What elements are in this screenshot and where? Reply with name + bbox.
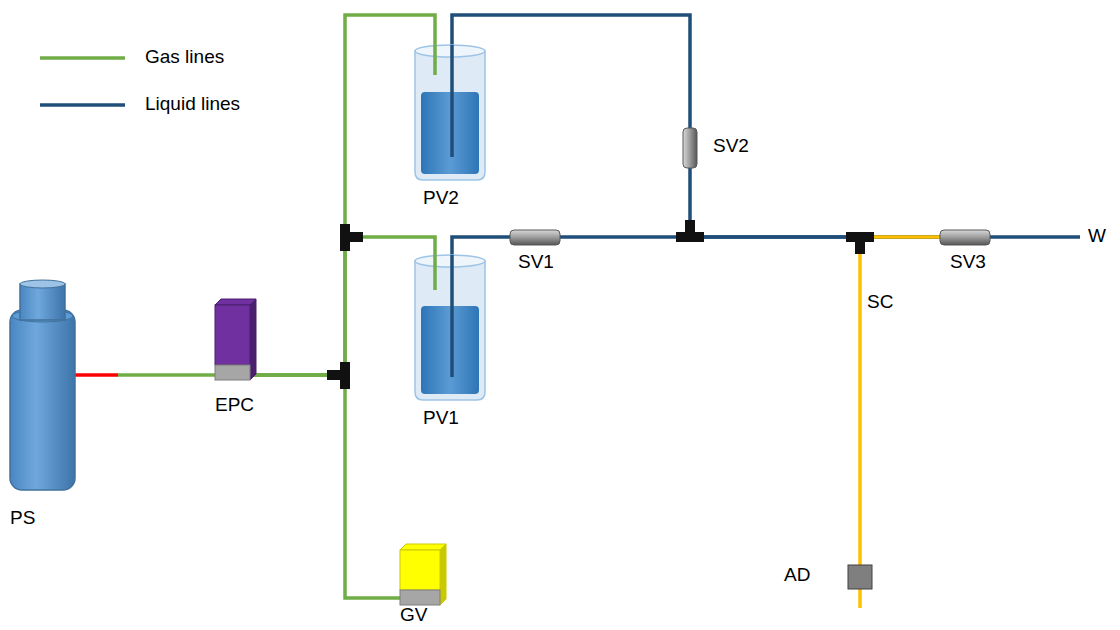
solenoid-valve: SV3 — [940, 230, 990, 245]
solenoid-valve-shape — [940, 230, 990, 245]
solenoid-valve-shape — [510, 230, 560, 245]
tee-fitting — [327, 362, 350, 389]
point-label: W — [1088, 226, 1106, 247]
tee-fitting — [846, 232, 874, 254]
legend-text: Liquid lines — [145, 94, 240, 115]
sample-line — [858, 589, 862, 608]
gas-valve: GV — [400, 550, 440, 605]
gas-valve-shape — [400, 550, 440, 605]
tee-fitting — [676, 220, 704, 242]
pressure-vessel-shape — [415, 255, 485, 400]
component-label: PV1 — [423, 408, 459, 429]
actuator-device-shape — [848, 565, 872, 589]
pressure-vessel: PV1 — [415, 255, 485, 400]
pipe-line — [75, 373, 215, 377]
component-label: PV2 — [423, 188, 459, 209]
pipe-line — [250, 375, 400, 598]
pipe-line — [452, 15, 690, 128]
legend-line — [38, 100, 128, 110]
pressure-vessel-shape — [415, 45, 485, 180]
tee-fitting — [340, 224, 363, 251]
component-label: AD — [784, 565, 810, 586]
component-label: SV3 — [950, 252, 986, 273]
legend-text: Gas lines — [145, 47, 224, 68]
pressure-controller-shape — [215, 305, 250, 380]
pipe-line — [860, 237, 940, 565]
pipe-line — [452, 237, 510, 255]
pressure-controller: EPC — [215, 305, 250, 380]
point-label: SC — [867, 292, 893, 313]
actuator-device: AD — [848, 565, 872, 589]
gas-cylinder: PS — [10, 280, 75, 490]
pipe-line — [250, 15, 435, 375]
component-label: GV — [400, 605, 427, 626]
component-label: SV1 — [518, 252, 554, 273]
gas-cylinder-shape — [10, 280, 75, 490]
component-label: SV2 — [713, 136, 749, 157]
solenoid-valve-shape — [683, 128, 697, 168]
component-label: EPC — [215, 395, 254, 416]
solenoid-valve: SV2 — [683, 128, 697, 168]
pipe-line — [250, 237, 435, 375]
legend-line — [38, 53, 128, 63]
component-label: PS — [10, 508, 35, 529]
solenoid-valve: SV1 — [510, 230, 560, 245]
pipe-line — [690, 168, 940, 237]
pressure-vessel: PV2 — [415, 45, 485, 180]
waste-line — [990, 235, 1080, 239]
